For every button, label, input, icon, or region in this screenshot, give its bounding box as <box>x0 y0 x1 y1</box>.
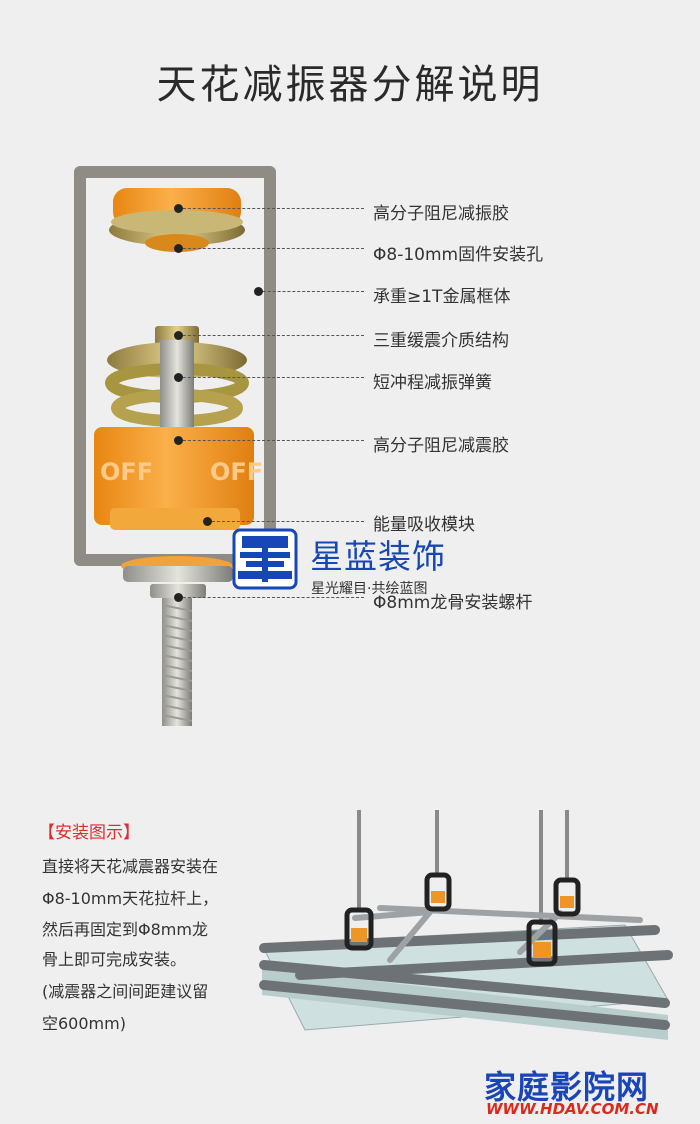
callout-spring: 短冲程减振弹簧 <box>373 373 492 393</box>
install-line: 骨上即可完成安装。 <box>42 950 187 969</box>
orange-damping-body: OFF OFF <box>94 427 263 530</box>
brand-slogan: 星光耀目·共绘蓝图 <box>311 581 428 597</box>
mini-damper <box>526 919 558 967</box>
install-line: 空600mm) <box>42 1014 126 1033</box>
page-title: 天花减振器分解说明 <box>156 62 544 108</box>
leader-dot <box>203 517 212 526</box>
brand-name: 星蓝装饰 <box>310 537 446 576</box>
leader-dot <box>174 373 183 382</box>
off-mark-right: OFF <box>210 458 263 486</box>
install-heading: 【安装图示】 <box>38 823 140 843</box>
leader-line <box>178 377 364 378</box>
site-watermark-name: 家庭影院网 <box>484 1068 650 1106</box>
install-line: 然后再固定到Φ8mm龙 <box>42 920 208 939</box>
leader-dot <box>174 204 183 213</box>
leader-dot <box>174 593 183 602</box>
leader-dot <box>174 436 183 445</box>
brand-logo <box>232 528 298 590</box>
leader-dot <box>174 331 183 340</box>
ceiling-panels <box>261 924 669 1040</box>
install-line: (减震器之间间距建议留 <box>42 982 209 1001</box>
callout-top-rubber: 高分子阻尼减振胶 <box>373 204 509 224</box>
callout-metal-frame: 承重≥1T金属框体 <box>373 287 511 307</box>
mini-damper <box>344 907 374 951</box>
top-damping-rubber <box>109 188 245 252</box>
callout-damping-rubber: 高分子阻尼减震胶 <box>373 436 509 456</box>
leader-line <box>207 521 364 522</box>
install-line: 直接将天花减震器安装在 <box>42 857 219 876</box>
spring-assembly <box>105 326 249 428</box>
off-mark-left: OFF <box>100 458 153 486</box>
leader-line <box>178 597 364 598</box>
callout-energy-module: 能量吸收模块 <box>373 515 475 535</box>
install-line: Φ8-10mm天花拉杆上， <box>42 889 219 908</box>
bottom-washer <box>121 556 233 582</box>
leader-line <box>258 291 364 292</box>
leader-line <box>178 208 364 209</box>
leader-line <box>178 335 364 336</box>
callout-mounting-hole: Φ8-10mm固件安装孔 <box>373 245 544 265</box>
callout-triple-structure: 三重缓震介质结构 <box>373 331 509 351</box>
leader-dot <box>174 244 183 253</box>
damper-illustration: OFF OFF <box>74 166 276 726</box>
mini-damper <box>424 872 452 912</box>
mini-damper <box>553 877 581 917</box>
leader-dot <box>254 287 263 296</box>
site-watermark-url: WWW.HDAV.COM.CN <box>486 1100 659 1118</box>
leader-line <box>178 440 364 441</box>
leader-line <box>178 248 364 249</box>
callout-screw-rod: Φ8mm龙骨安装螺杆 <box>373 593 533 613</box>
threaded-rod <box>150 584 206 726</box>
